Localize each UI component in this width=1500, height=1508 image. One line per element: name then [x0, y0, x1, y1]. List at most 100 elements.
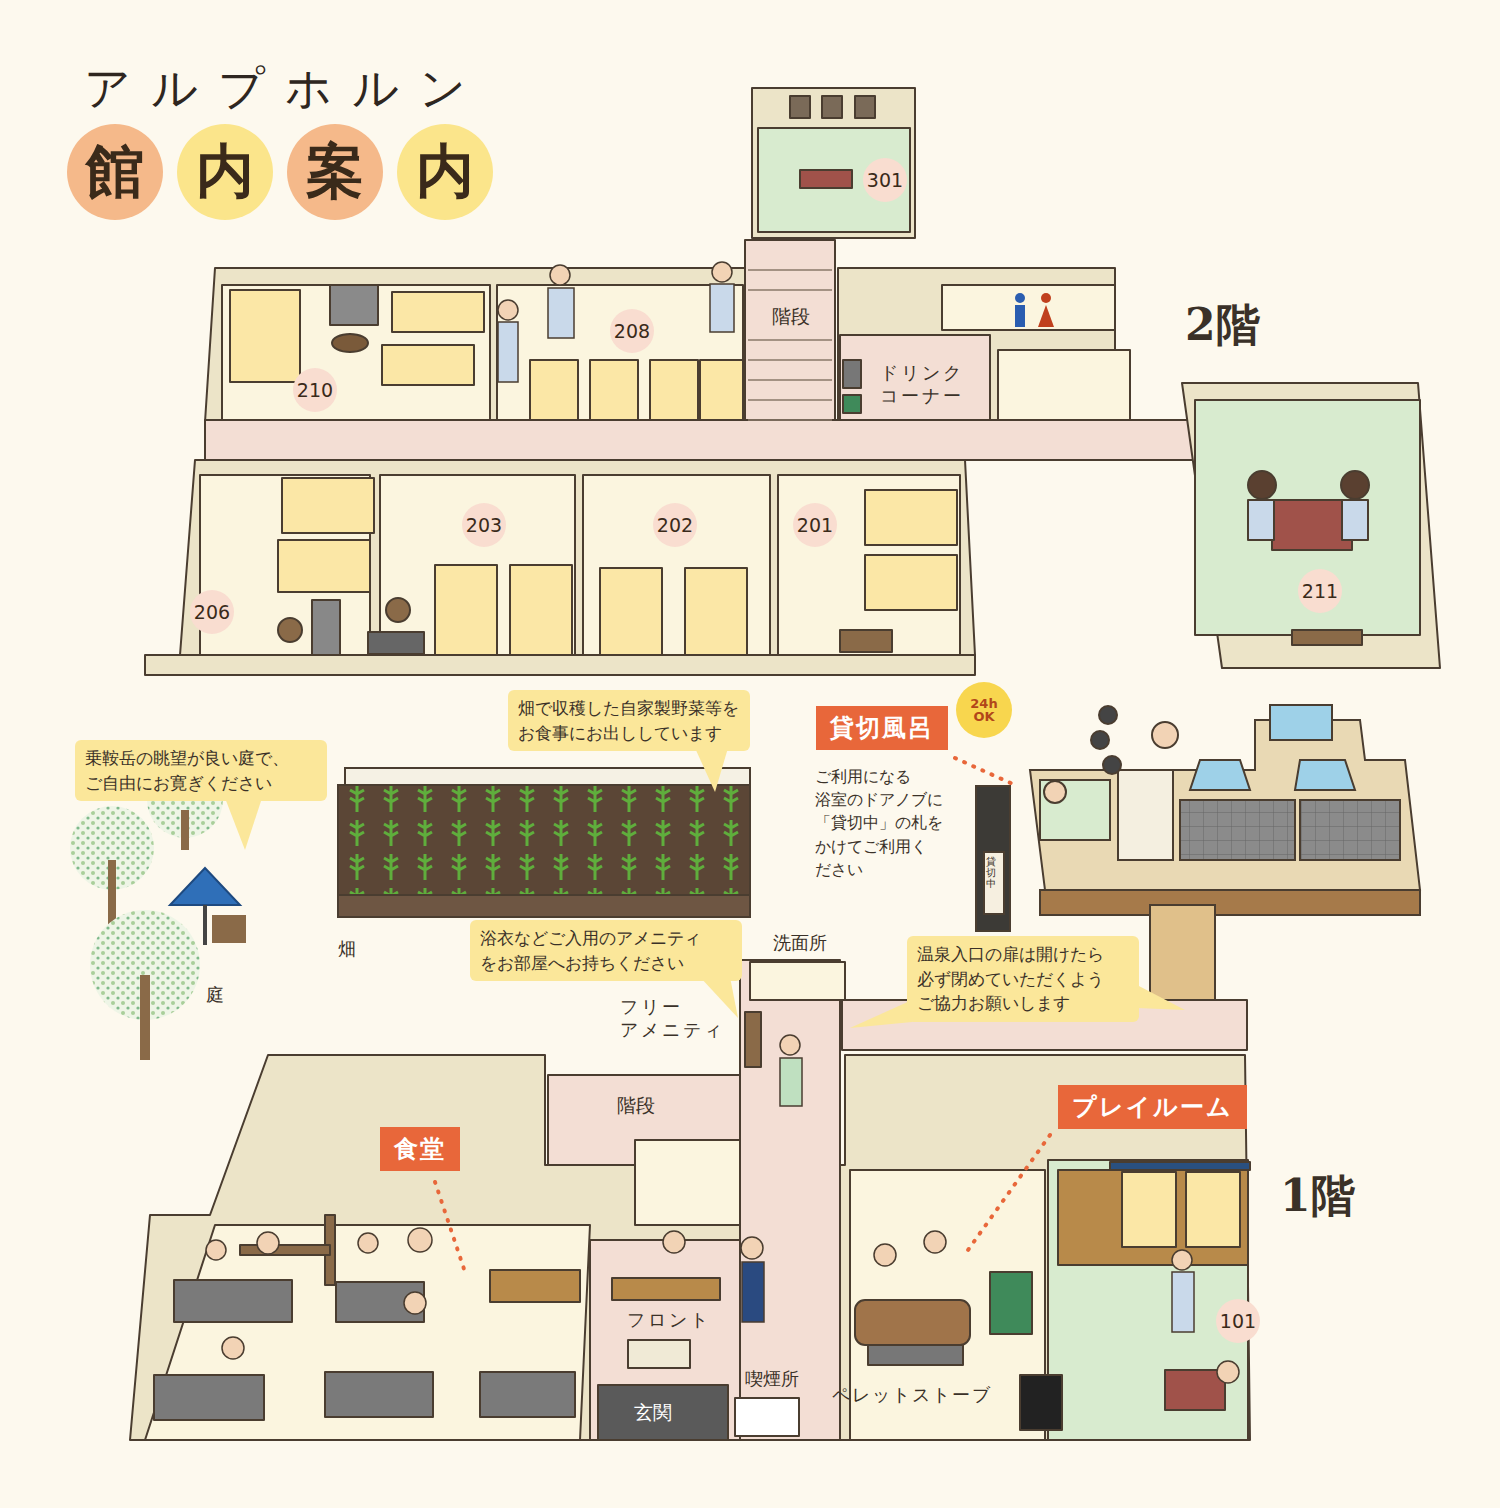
illustration-shape	[745, 1012, 761, 1067]
node-text: 211	[1302, 580, 1338, 602]
illustration-shape	[1110, 1162, 1250, 1170]
floor-label: 階段	[617, 1093, 655, 1119]
illustration-shape	[205, 420, 1195, 460]
illustration-shape	[1038, 305, 1054, 327]
illustration-shape	[1040, 780, 1110, 840]
floor-label: フロント	[627, 1308, 711, 1332]
illustration-shape	[404, 1292, 426, 1314]
illustration-shape	[312, 600, 340, 655]
illustration-shape	[130, 1055, 1250, 1440]
illustration-shape	[1195, 400, 1420, 635]
floor-label: 貸切中	[986, 856, 996, 889]
illustration-shape	[1137, 985, 1185, 1010]
room-number: 211	[1298, 569, 1342, 613]
node-text: 101	[1220, 1310, 1256, 1332]
illustration-shape	[1172, 1272, 1194, 1332]
illustration-shape	[550, 265, 570, 285]
illustration-shape	[868, 1345, 963, 1365]
illustration-shape	[790, 96, 810, 118]
callout-text: 乗鞍岳の眺望が良い庭で、 ご自由にお寛ぎください	[85, 746, 317, 795]
illustration-shape	[1118, 770, 1173, 860]
illustration-shape	[408, 1228, 432, 1252]
illustration-shape	[154, 1375, 264, 1420]
illustration-shape	[710, 284, 734, 332]
illustration-shape	[695, 748, 728, 792]
illustration-shape	[1248, 500, 1274, 540]
illustration-shape	[1300, 800, 1400, 860]
room-number: 201	[793, 503, 837, 547]
illustration-shape	[1182, 383, 1440, 668]
illustration-shape	[382, 345, 474, 385]
illustration-shape	[212, 915, 246, 943]
illustration-shape	[840, 630, 892, 652]
callout-box: 畑で収穫した自家製野菜等を お食事にお出ししています	[508, 690, 750, 751]
node-text: プレイルーム	[1072, 1091, 1233, 1123]
illustration-shape	[735, 1398, 799, 1436]
illustration-shape	[990, 1272, 1032, 1334]
illustration-shape	[1099, 706, 1117, 724]
illustration-shape	[745, 240, 835, 440]
illustration-shape	[174, 1280, 292, 1322]
illustration-shape	[380, 475, 575, 655]
callout-box: 温泉入口の扉は開けたら 必ず閉めていただくよう ご協力お願いします	[907, 936, 1139, 1022]
illustration-shape	[843, 395, 861, 413]
title-character: 館	[86, 133, 144, 211]
illustration-shape	[1103, 756, 1121, 774]
node-text: 貸切風呂	[830, 712, 934, 744]
illustration-shape	[780, 1058, 802, 1106]
illustration-shape	[865, 555, 957, 610]
illustration-shape	[984, 852, 1004, 914]
area-label: プレイルーム	[1058, 1085, 1247, 1129]
illustration-shape	[1058, 1170, 1248, 1265]
illustration-shape	[498, 322, 518, 382]
illustration-shape	[225, 798, 262, 850]
second-floor	[145, 88, 1440, 675]
illustration-shape	[758, 128, 910, 232]
title-character: 内	[196, 133, 254, 211]
illustration-shape	[480, 1372, 575, 1417]
illustration-shape	[1152, 722, 1178, 748]
illustration-shape	[332, 334, 368, 352]
illustration-shape	[222, 285, 490, 420]
illustration-shape	[1180, 800, 1295, 860]
illustration-shape	[748, 270, 832, 420]
illustration-shape	[257, 1232, 279, 1254]
node-text: 24h OK	[959, 697, 1009, 723]
room-number: 101	[1216, 1299, 1260, 1343]
illustration-shape	[140, 975, 150, 1060]
illustration-shape	[358, 1233, 378, 1253]
illustration-shape	[1292, 630, 1362, 645]
illustration-shape	[650, 360, 698, 420]
illustration-shape	[325, 1372, 433, 1417]
illustration-shape	[855, 1300, 970, 1345]
room-number: 210	[293, 368, 337, 412]
floor-label: 洗面所	[773, 931, 827, 955]
illustration-shape	[1272, 500, 1352, 550]
illustration-shape	[850, 1000, 912, 1028]
floor-label: ペレットストーブ	[832, 1383, 992, 1407]
floor-label: 玄関	[634, 1400, 672, 1426]
illustration-shape	[435, 1182, 465, 1272]
people	[206, 262, 1239, 1383]
callout-text: 畑で収穫した自家製野菜等を お食事にお出ししています	[518, 696, 740, 745]
illustration-shape	[222, 1337, 244, 1359]
illustration-shape	[598, 1385, 728, 1440]
illustration-shape	[392, 292, 484, 332]
illustration-shape	[752, 88, 915, 238]
illustration-shape	[628, 1340, 690, 1368]
illustration-shape	[490, 1270, 580, 1302]
node-text: 208	[614, 320, 650, 342]
illustration-shape	[874, 1244, 896, 1266]
illustration-shape	[778, 475, 960, 655]
illustration-shape	[600, 568, 662, 655]
illustration-shape	[663, 1231, 685, 1253]
node-text: 210	[297, 379, 333, 401]
illustration-shape	[1248, 471, 1276, 499]
illustration-shape	[1091, 731, 1109, 749]
illustration-shape	[1150, 905, 1215, 1010]
illustration-shape	[1044, 781, 1066, 803]
illustration-shape	[924, 1231, 946, 1253]
area-label: 貸切風呂	[816, 706, 948, 750]
illustration-shape	[181, 810, 189, 850]
